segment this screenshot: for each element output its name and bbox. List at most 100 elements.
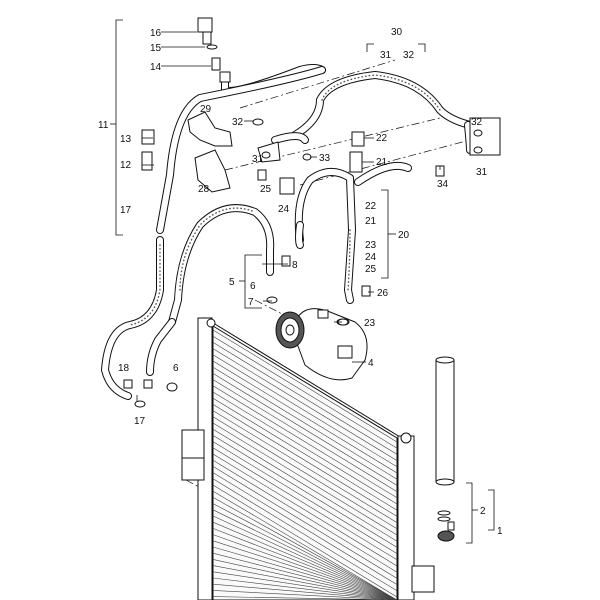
callout-14: 14: [150, 62, 162, 73]
condenser-fin: [212, 354, 398, 468]
callout-15: 15: [150, 43, 162, 54]
condenser-fin: [212, 379, 398, 492]
condenser-fin: [212, 342, 398, 455]
condenser-fin: [212, 590, 398, 600]
condenser-fin: [212, 484, 398, 598]
ac-condenser-icon: [181, 317, 435, 600]
condenser-fin: [212, 534, 398, 600]
condenser-fin: [212, 410, 398, 523]
callout-34: 34: [437, 179, 449, 190]
condenser-fin: [212, 478, 398, 592]
condenser-fin: [212, 360, 398, 474]
callout-4: 4: [368, 358, 374, 369]
valve-cap-icon: [279, 177, 295, 195]
service-valve-icon: [211, 57, 221, 71]
assembly-line: [239, 59, 396, 109]
condenser-fin: [212, 552, 398, 600]
condenser-fin: [212, 565, 398, 600]
callout-32: 32: [232, 117, 244, 128]
callout-21-group: 21: [365, 216, 377, 227]
condenser-fin: [212, 373, 398, 486]
callout-23-group: 23: [365, 240, 377, 251]
condenser-fin: [212, 459, 398, 573]
callout-30: 30: [391, 27, 403, 38]
condenser-fin: [212, 466, 398, 579]
callout-1: 1: [497, 526, 503, 537]
assembly-line: [299, 139, 471, 186]
condenser-fin: [212, 571, 398, 600]
condenser-fin: [212, 366, 398, 480]
callout-20: 20: [398, 230, 410, 241]
callout-28: 28: [198, 184, 210, 195]
condenser-fin: [212, 348, 398, 461]
callout-25: 25: [260, 184, 272, 195]
valve-cap-icon: [437, 530, 455, 542]
callout-29: 29: [200, 104, 212, 115]
callout-23: 23: [364, 318, 376, 329]
callout-17-bottom: 17: [134, 416, 146, 427]
callout-24-group: 24: [365, 252, 377, 263]
condenser-fin: [212, 509, 398, 600]
callout-21: 21: [376, 157, 388, 168]
bolt-icon: [447, 521, 455, 531]
condenser-fin: [212, 447, 398, 561]
pressure-switch-icon: [197, 17, 231, 83]
condenser-fin: [212, 528, 398, 600]
condenser-fin: [212, 441, 398, 554]
callout-22: 22: [376, 133, 388, 144]
condenser-fin: [212, 435, 398, 548]
callout-32-right: 32: [471, 117, 483, 128]
callout-13: 13: [120, 134, 132, 145]
receiver-dryer-icon: [435, 356, 455, 542]
o-ring-icon: [437, 516, 451, 522]
condenser-fin: [212, 404, 398, 517]
condenser-fin: [212, 546, 398, 600]
bolt-icon: [123, 165, 445, 389]
condenser-fin: [212, 385, 398, 499]
condenser-fin: [212, 416, 398, 530]
callout-24: 24: [278, 204, 290, 215]
condenser-fin: [212, 503, 398, 600]
condenser-fin: [212, 559, 398, 600]
condenser-fin: [212, 515, 398, 600]
callout-8: 8: [292, 260, 298, 271]
callout-32-top: 32: [403, 50, 415, 61]
callout-12: 12: [120, 160, 132, 171]
condenser-fin: [212, 521, 398, 600]
o-ring-icon: [437, 510, 451, 516]
condenser-fin: [212, 596, 398, 600]
callout-16: 16: [150, 28, 162, 39]
assembly-line: [224, 117, 441, 171]
callout-5: 5: [229, 277, 235, 288]
callout-22-group: 22: [365, 201, 377, 212]
o-ring-icon: [134, 118, 483, 408]
condenser-fin: [212, 335, 398, 449]
condenser-fin: [212, 472, 398, 585]
callout-33: 33: [319, 153, 331, 164]
condenser-fin: [212, 577, 398, 600]
callout-31-right: 31: [476, 167, 488, 178]
condenser-fin: [212, 583, 398, 600]
o-ring-icon: [206, 44, 218, 50]
callout-11: 11: [98, 120, 109, 131]
callout-6-left: 6: [173, 363, 179, 374]
condenser-fin: [212, 329, 398, 443]
callout-31-top: 31: [380, 50, 392, 61]
condenser-fin: [212, 397, 398, 511]
callout-18: 18: [118, 363, 130, 374]
service-valve-icon: [141, 129, 365, 173]
callout-7: 7: [248, 297, 254, 308]
bracket-icon: [187, 111, 501, 193]
refrigerant-hose-icon: [101, 64, 474, 400]
callout-lines: [110, 19, 495, 544]
condenser-fin: [212, 391, 398, 505]
condenser-fin: [212, 422, 398, 536]
callout-25-group: 25: [365, 264, 377, 275]
callout-31: 31: [252, 154, 264, 165]
callout-6-mid: 6: [250, 281, 256, 292]
condenser-fin: [212, 428, 398, 542]
callout-2: 2: [480, 506, 486, 517]
condenser-fin: [212, 453, 398, 567]
